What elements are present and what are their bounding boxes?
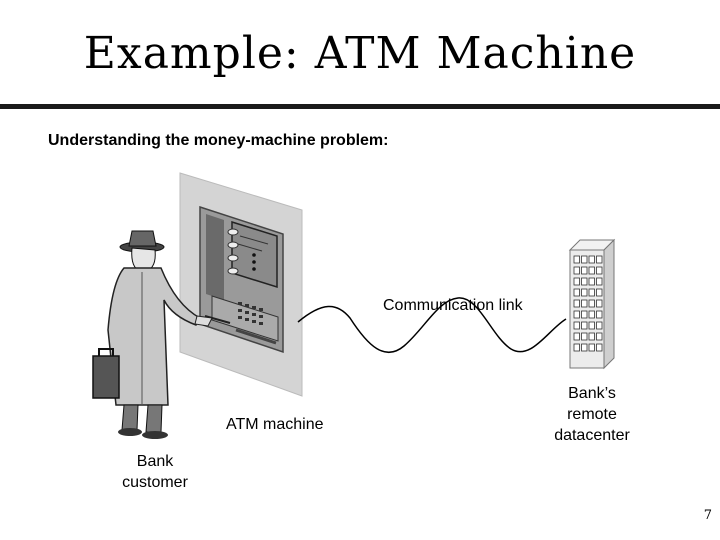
briefcase [92, 355, 120, 399]
datacenter-window [581, 343, 588, 352]
datacenter-window [573, 321, 580, 330]
title-divider [0, 104, 720, 109]
slide-title: Example: ATM Machine [83, 28, 637, 79]
datacenter-label-line1: Bank’s [568, 385, 616, 402]
datacenter-window [581, 299, 588, 308]
datacenter-window [588, 299, 595, 308]
datacenter-window [596, 321, 603, 330]
page-number: 7 [703, 508, 712, 523]
datacenter-window [581, 321, 588, 330]
datacenter-window [573, 288, 580, 297]
datacenter-window [588, 310, 595, 319]
datacenter-window [596, 288, 603, 297]
datacenter-window [573, 299, 580, 308]
datacenter-window [573, 332, 580, 341]
slide-subtitle: Understanding the money-machine problem: [48, 132, 389, 149]
datacenter-window [588, 321, 595, 330]
datacenter-window [573, 266, 580, 275]
datacenter-window [581, 288, 588, 297]
datacenter-window [596, 266, 603, 275]
datacenter-window [596, 255, 603, 264]
datacenter-window [588, 343, 595, 352]
datacenter-window [596, 332, 603, 341]
datacenter-window [596, 343, 603, 352]
datacenter-label-line3: datacenter [554, 427, 630, 444]
datacenter-label-line2: remote [567, 406, 617, 423]
datacenter-windows [573, 255, 603, 352]
datacenter-window [581, 255, 588, 264]
bank-customer-illustration [92, 230, 213, 439]
bank-customer-label: Bank customer [108, 451, 202, 493]
datacenter-window [581, 310, 588, 319]
datacenter-window [581, 266, 588, 275]
datacenter-window [596, 299, 603, 308]
atm-machine-label: ATM machine [226, 416, 324, 433]
datacenter-window [573, 310, 580, 319]
datacenter-window [573, 277, 580, 286]
bank-customer-label-line1: Bank [136, 453, 174, 470]
datacenter-window [573, 255, 580, 264]
datacenter-window [588, 266, 595, 275]
datacenter-window [596, 277, 603, 286]
bank-customer-label-line2: customer [122, 474, 188, 491]
datacenter-window [588, 288, 595, 297]
atm-machine-illustration [179, 172, 303, 397]
communication-link-label: Communication link [383, 297, 523, 314]
datacenter-window [581, 277, 588, 286]
datacenter-label: Bank’s remote datacenter [540, 383, 644, 446]
datacenter-window [596, 310, 603, 319]
datacenter-window [588, 277, 595, 286]
datacenter-window [573, 343, 580, 352]
datacenter-window [588, 332, 595, 341]
communication-link-line [297, 297, 567, 354]
datacenter-window [588, 255, 595, 264]
datacenter-window [581, 332, 588, 341]
